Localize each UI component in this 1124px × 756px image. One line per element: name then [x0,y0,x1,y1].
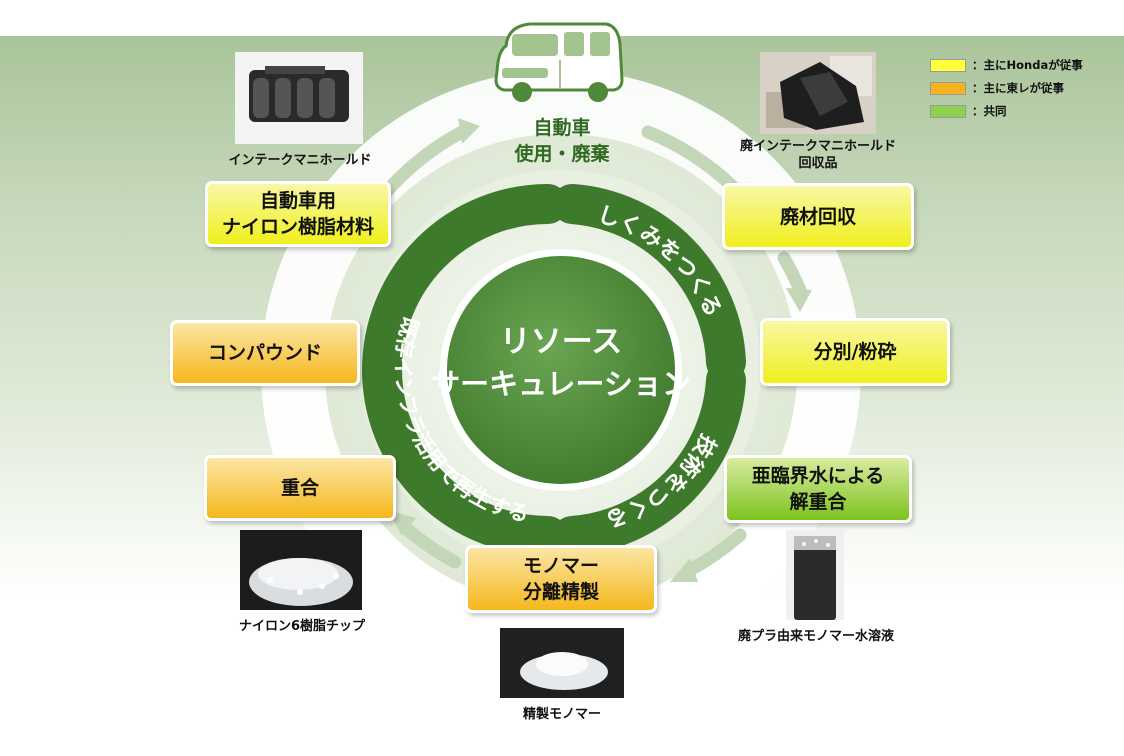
box-polymerization: 重合 [204,455,396,521]
box-monomer-line1: モノマー [522,555,599,577]
ring-tip-3 [706,360,746,400]
box-sorting-label: 分別/粉砕 [813,341,897,363]
legend-row-honda: ：主にHondaが従事 [930,57,1083,73]
box-compound: コンパウンド [170,320,360,386]
flow-arrows [381,125,807,577]
center-title-line1: リソース [500,324,622,360]
box-depolymerization-line2: 解重合 [789,491,847,513]
ring-tip-6 [528,184,568,224]
ring-segment-top-right [570,184,746,364]
caption-waste-manifold-line1: 廃インテークマニホールド [739,139,896,154]
legend-swatch-honda [930,58,966,72]
caption-nylon-chips: ナイロン6樹脂チップ [238,619,366,634]
box-depolymerization-line1: 亜臨界水による [751,465,885,487]
intake-manifold-photo [235,52,363,144]
caption-refined-monomer: 精製モノマー [522,707,601,722]
refined-monomer-photo [500,628,624,698]
ring-segment-left [362,184,549,556]
arrowhead-top-left [458,118,480,144]
monomer-solution-photo [786,530,844,620]
caption-waste-manifold: 廃インテークマニホールド 回収品 [715,138,921,172]
legend-row-joint: ：共同 [930,103,1007,119]
caption-monomer-solution: 廃プラ由来モノマー水溶液 [737,629,894,644]
ring-segment-tips [528,184,746,556]
legend-swatch-toray [930,81,966,95]
box-waste-collection: 廃材回収 [722,183,914,250]
box-nylon-material-line1: 自動車用 [259,190,336,212]
arrowhead-right [786,288,812,312]
caption-intake-manifold: インテークマニホールド [228,153,372,168]
car-icon [494,22,624,102]
ring-segment-bottom-right [570,378,746,556]
center-circle [447,256,675,484]
box-sorting-crushing: 分別/粉砕 [760,318,950,386]
arrowhead-bottom-right [670,558,698,582]
box-depolymerization: 亜臨界水による 解重合 [724,455,912,523]
waste-manifold-photo [760,52,876,134]
legend-label-joint: ：共同 [972,104,1007,118]
legend-label-honda: ：主にHondaが従事 [972,58,1083,72]
flow-arrow-top-right [641,125,739,193]
box-monomer-line2: 分離精製 [522,581,599,603]
legend-row-toray: ：主に東レが従事 [930,80,1064,96]
caption-waste-manifold-line2: 回収品 [798,156,838,171]
flow-arrow-top-left [381,125,469,197]
center-title-line2: サーキュレーション [431,367,691,401]
box-compound-label: コンパウンド [207,342,322,364]
box-nylon-material: 自動車用 ナイロン樹脂材料 [205,181,391,247]
legend-swatch-joint [930,104,966,118]
nylon-chips-photo [240,530,362,610]
box-monomer-separation: モノマー 分離精製 [465,545,657,613]
legend-label-toray: ：主に東レが従事 [972,81,1064,95]
box-polymerization-label: 重合 [280,477,319,499]
car-label-line1: 自動車 [533,116,590,139]
box-collection-label: 廃材回収 [779,205,856,228]
car-label-line2: 使用・廃棄 [513,142,610,165]
green-ring [362,184,746,556]
flow-arrow-bottom-left [401,523,462,569]
box-nylon-material-line2: ナイロン樹脂材料 [221,216,374,238]
